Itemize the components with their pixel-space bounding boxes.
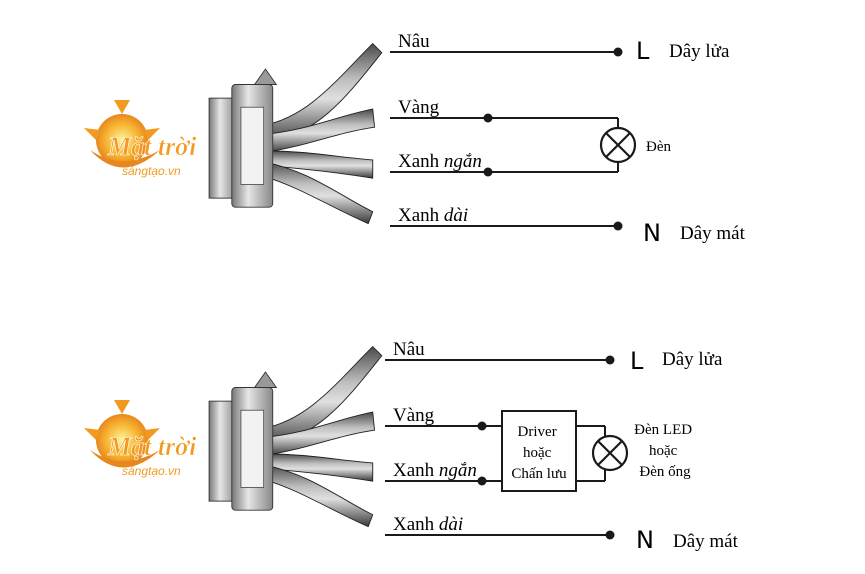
bottom-node-yellow (477, 421, 487, 431)
logo-title: Mặt trời (107, 132, 197, 161)
bottom-label-live: Dây lửa (662, 349, 723, 370)
bottom-terminal-N: N (636, 526, 654, 554)
top-node-green-short (483, 167, 493, 177)
top-node-yellow (483, 113, 493, 123)
bottom-label-green-long: Xanh dài (393, 514, 463, 535)
top-node-L (613, 47, 623, 57)
bottom-label-lamp: Đèn LED hoặc Đèn ống (634, 422, 696, 480)
bottom-terminal-L: L (630, 347, 644, 375)
sun-icon (84, 400, 160, 468)
driver-box (501, 410, 577, 492)
bottom-label-neutral: Dây mát (673, 531, 739, 552)
top-label-lamp: Đèn (646, 139, 671, 155)
top-connector-icon (208, 43, 383, 225)
logo-subtitle: sángtạo.vn (122, 464, 181, 478)
bottom-logo: Mặt trời sángtạo.vn (84, 400, 197, 478)
top-terminal-N: N (643, 219, 661, 247)
bottom-lamp-icon (591, 434, 629, 472)
bottom-node-L (605, 355, 615, 365)
top-diagram: Mặt trời sángtạo.vn Nâu Vàng Xanh ngắn X… (84, 31, 746, 247)
bottom-nodes (477, 355, 615, 540)
top-label-neutral: Dây mát (680, 223, 746, 244)
top-node-N (613, 221, 623, 231)
top-nodes (483, 47, 623, 231)
top-label-green-long: Xanh dài (398, 205, 468, 226)
top-label-brown: Nâu (398, 31, 430, 52)
top-logo: Mặt trời sángtạo.vn (84, 100, 197, 178)
bottom-label-brown: Nâu (393, 339, 425, 360)
bottom-label-green-short: Xanh ngắn (393, 460, 477, 481)
bottom-label-yellow: Vàng (393, 405, 435, 426)
top-lamp-icon (599, 126, 637, 164)
bottom-node-N (605, 530, 615, 540)
top-wires (390, 51, 619, 227)
top-label-yellow: Vàng (398, 97, 440, 118)
driver-box-label: Driver hoặc Chấn lưu (511, 424, 567, 482)
logo-title: Mặt trời (107, 432, 197, 461)
sun-icon (84, 100, 160, 168)
bottom-diagram: Mặt trời sángtạo.vn Driver hoặc Chấn lưu (84, 339, 739, 554)
logo-subtitle: sángtạo.vn (122, 164, 181, 178)
top-terminal-L: L (636, 37, 650, 65)
bottom-node-green-short (477, 476, 487, 486)
bottom-connector-icon (208, 346, 383, 528)
top-label-live: Dây lửa (669, 41, 730, 62)
top-label-green-short: Xanh ngắn (398, 151, 482, 172)
